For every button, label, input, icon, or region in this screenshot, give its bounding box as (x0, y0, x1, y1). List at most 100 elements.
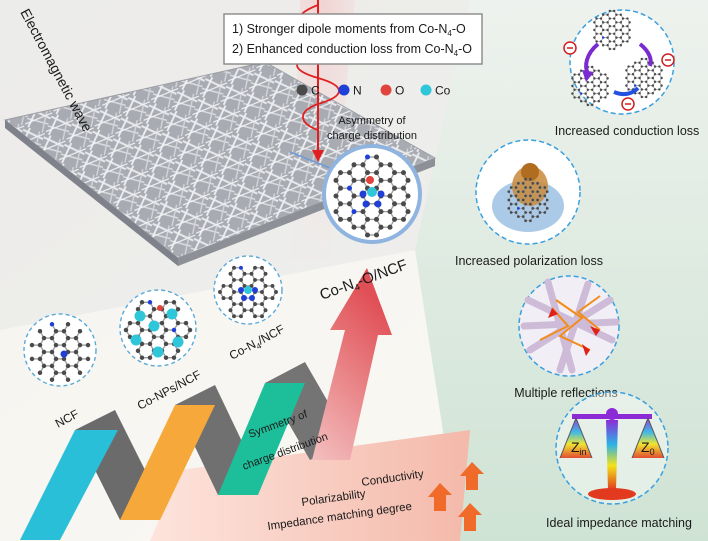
atom (604, 96, 607, 99)
co-nanoparticle (152, 346, 164, 358)
atom (139, 341, 145, 347)
co-nanoparticle (172, 336, 184, 348)
co-atom (244, 286, 252, 294)
atom (658, 72, 661, 76)
atom (647, 84, 650, 87)
co-n4-o-lattice-zoom (322, 144, 422, 244)
atom (507, 198, 511, 202)
atom (590, 103, 594, 107)
atom (65, 363, 71, 369)
atom (509, 211, 513, 214)
atom (640, 95, 644, 99)
atom (221, 296, 226, 301)
atom (509, 194, 513, 198)
atom (391, 216, 398, 222)
atom (651, 92, 655, 95)
atom (615, 44, 618, 47)
atom (545, 206, 549, 210)
atom (139, 327, 145, 333)
atom (263, 271, 268, 276)
atom (337, 216, 344, 222)
atom (260, 277, 264, 282)
atom (601, 13, 605, 16)
atom (593, 77, 596, 80)
n-atom (249, 295, 255, 301)
atom (521, 206, 525, 210)
legend-swatch-o (380, 84, 392, 96)
atom (517, 215, 520, 218)
atom (373, 154, 380, 160)
atom (187, 327, 193, 333)
atom (507, 190, 511, 194)
atom (373, 216, 380, 222)
legend-label-n: N (353, 84, 362, 98)
atom (387, 177, 393, 183)
mechanism-line-2: 2) Enhanced conduction loss from Co-N4-O (232, 42, 472, 58)
atom (364, 232, 371, 238)
co-nanoparticle (148, 320, 160, 332)
atom (579, 92, 583, 95)
atom (53, 342, 59, 348)
atom (163, 300, 169, 305)
atom (53, 328, 59, 334)
atom (597, 84, 601, 88)
zoom-connector (289, 151, 336, 171)
atom (41, 349, 47, 355)
atom (333, 209, 339, 215)
atom (41, 335, 47, 341)
atom (77, 356, 83, 362)
atom (638, 69, 641, 72)
atom (633, 61, 637, 64)
atom (599, 24, 603, 28)
atom (263, 308, 268, 313)
legend-swatch-c (296, 84, 308, 96)
atom (524, 186, 527, 189)
atom (633, 76, 637, 80)
atom (151, 334, 157, 340)
atom (621, 17, 625, 20)
atom (644, 57, 648, 61)
atom (387, 224, 393, 230)
atom (37, 370, 43, 376)
atom (573, 88, 576, 92)
atom (651, 69, 655, 72)
atom (253, 265, 257, 270)
atom (586, 80, 590, 84)
atom (573, 96, 576, 99)
atom (49, 363, 55, 369)
atom (608, 24, 612, 28)
atom (633, 84, 637, 87)
atom (604, 73, 607, 76)
atom (387, 193, 393, 199)
atom (590, 65, 594, 69)
atom (606, 92, 609, 95)
atom (606, 77, 609, 80)
atom (651, 76, 655, 80)
atom (658, 80, 661, 84)
atom (615, 21, 618, 24)
atom (53, 356, 59, 362)
atom (232, 290, 236, 294)
atom (400, 216, 407, 222)
atom (529, 194, 532, 198)
atom (584, 84, 587, 88)
atom (586, 103, 590, 107)
atom (49, 335, 55, 341)
legend-swatch-n (338, 84, 350, 96)
atom (658, 88, 661, 91)
atom (593, 21, 596, 24)
atom (249, 271, 254, 276)
atom (595, 24, 598, 28)
atom (640, 80, 644, 84)
atom (593, 92, 596, 95)
atom (538, 202, 542, 206)
atom (351, 177, 357, 183)
atom (147, 313, 153, 319)
atom (517, 182, 520, 185)
atom (604, 88, 607, 92)
atom (391, 201, 398, 207)
atom (638, 92, 641, 95)
atom (640, 88, 644, 91)
atom (529, 211, 532, 214)
